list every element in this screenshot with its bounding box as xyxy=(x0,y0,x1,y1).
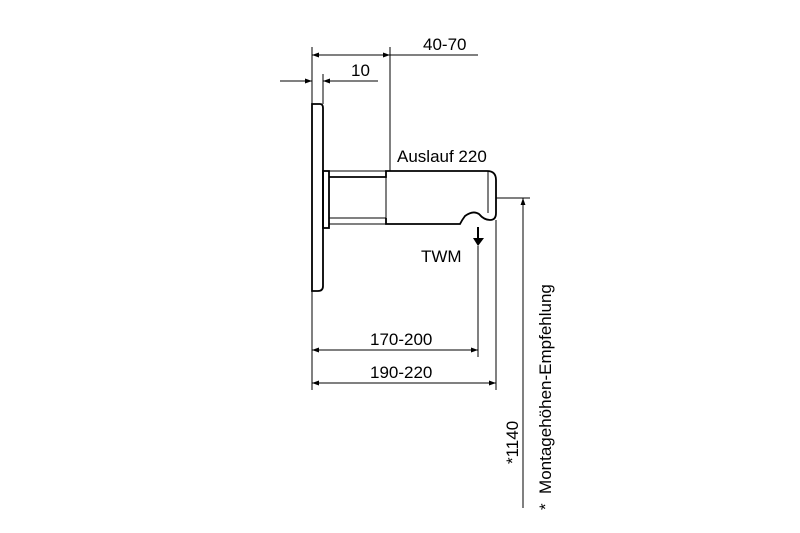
flow-arrow xyxy=(473,227,484,246)
mount-height-note: * Montagehöhen-Empfehlung xyxy=(536,284,555,510)
dim-mount-height-label: *1140 xyxy=(503,421,522,464)
dim-plate-label: 10 xyxy=(351,61,370,80)
top-dimensions xyxy=(280,47,478,171)
bottom-dimensions xyxy=(311,220,497,390)
flow-label: TWM xyxy=(421,247,462,266)
dim-reach-outer-label: 190-220 xyxy=(370,363,432,382)
spout-label: Auslauf 220 xyxy=(397,147,487,166)
height-dimension xyxy=(496,197,530,508)
spout xyxy=(329,170,497,225)
mounting-body xyxy=(322,170,387,229)
wall-plate xyxy=(311,103,324,292)
dim-reach-inner-label: 170-200 xyxy=(370,330,432,349)
dim-total-depth-label: 40-70 xyxy=(423,35,466,54)
